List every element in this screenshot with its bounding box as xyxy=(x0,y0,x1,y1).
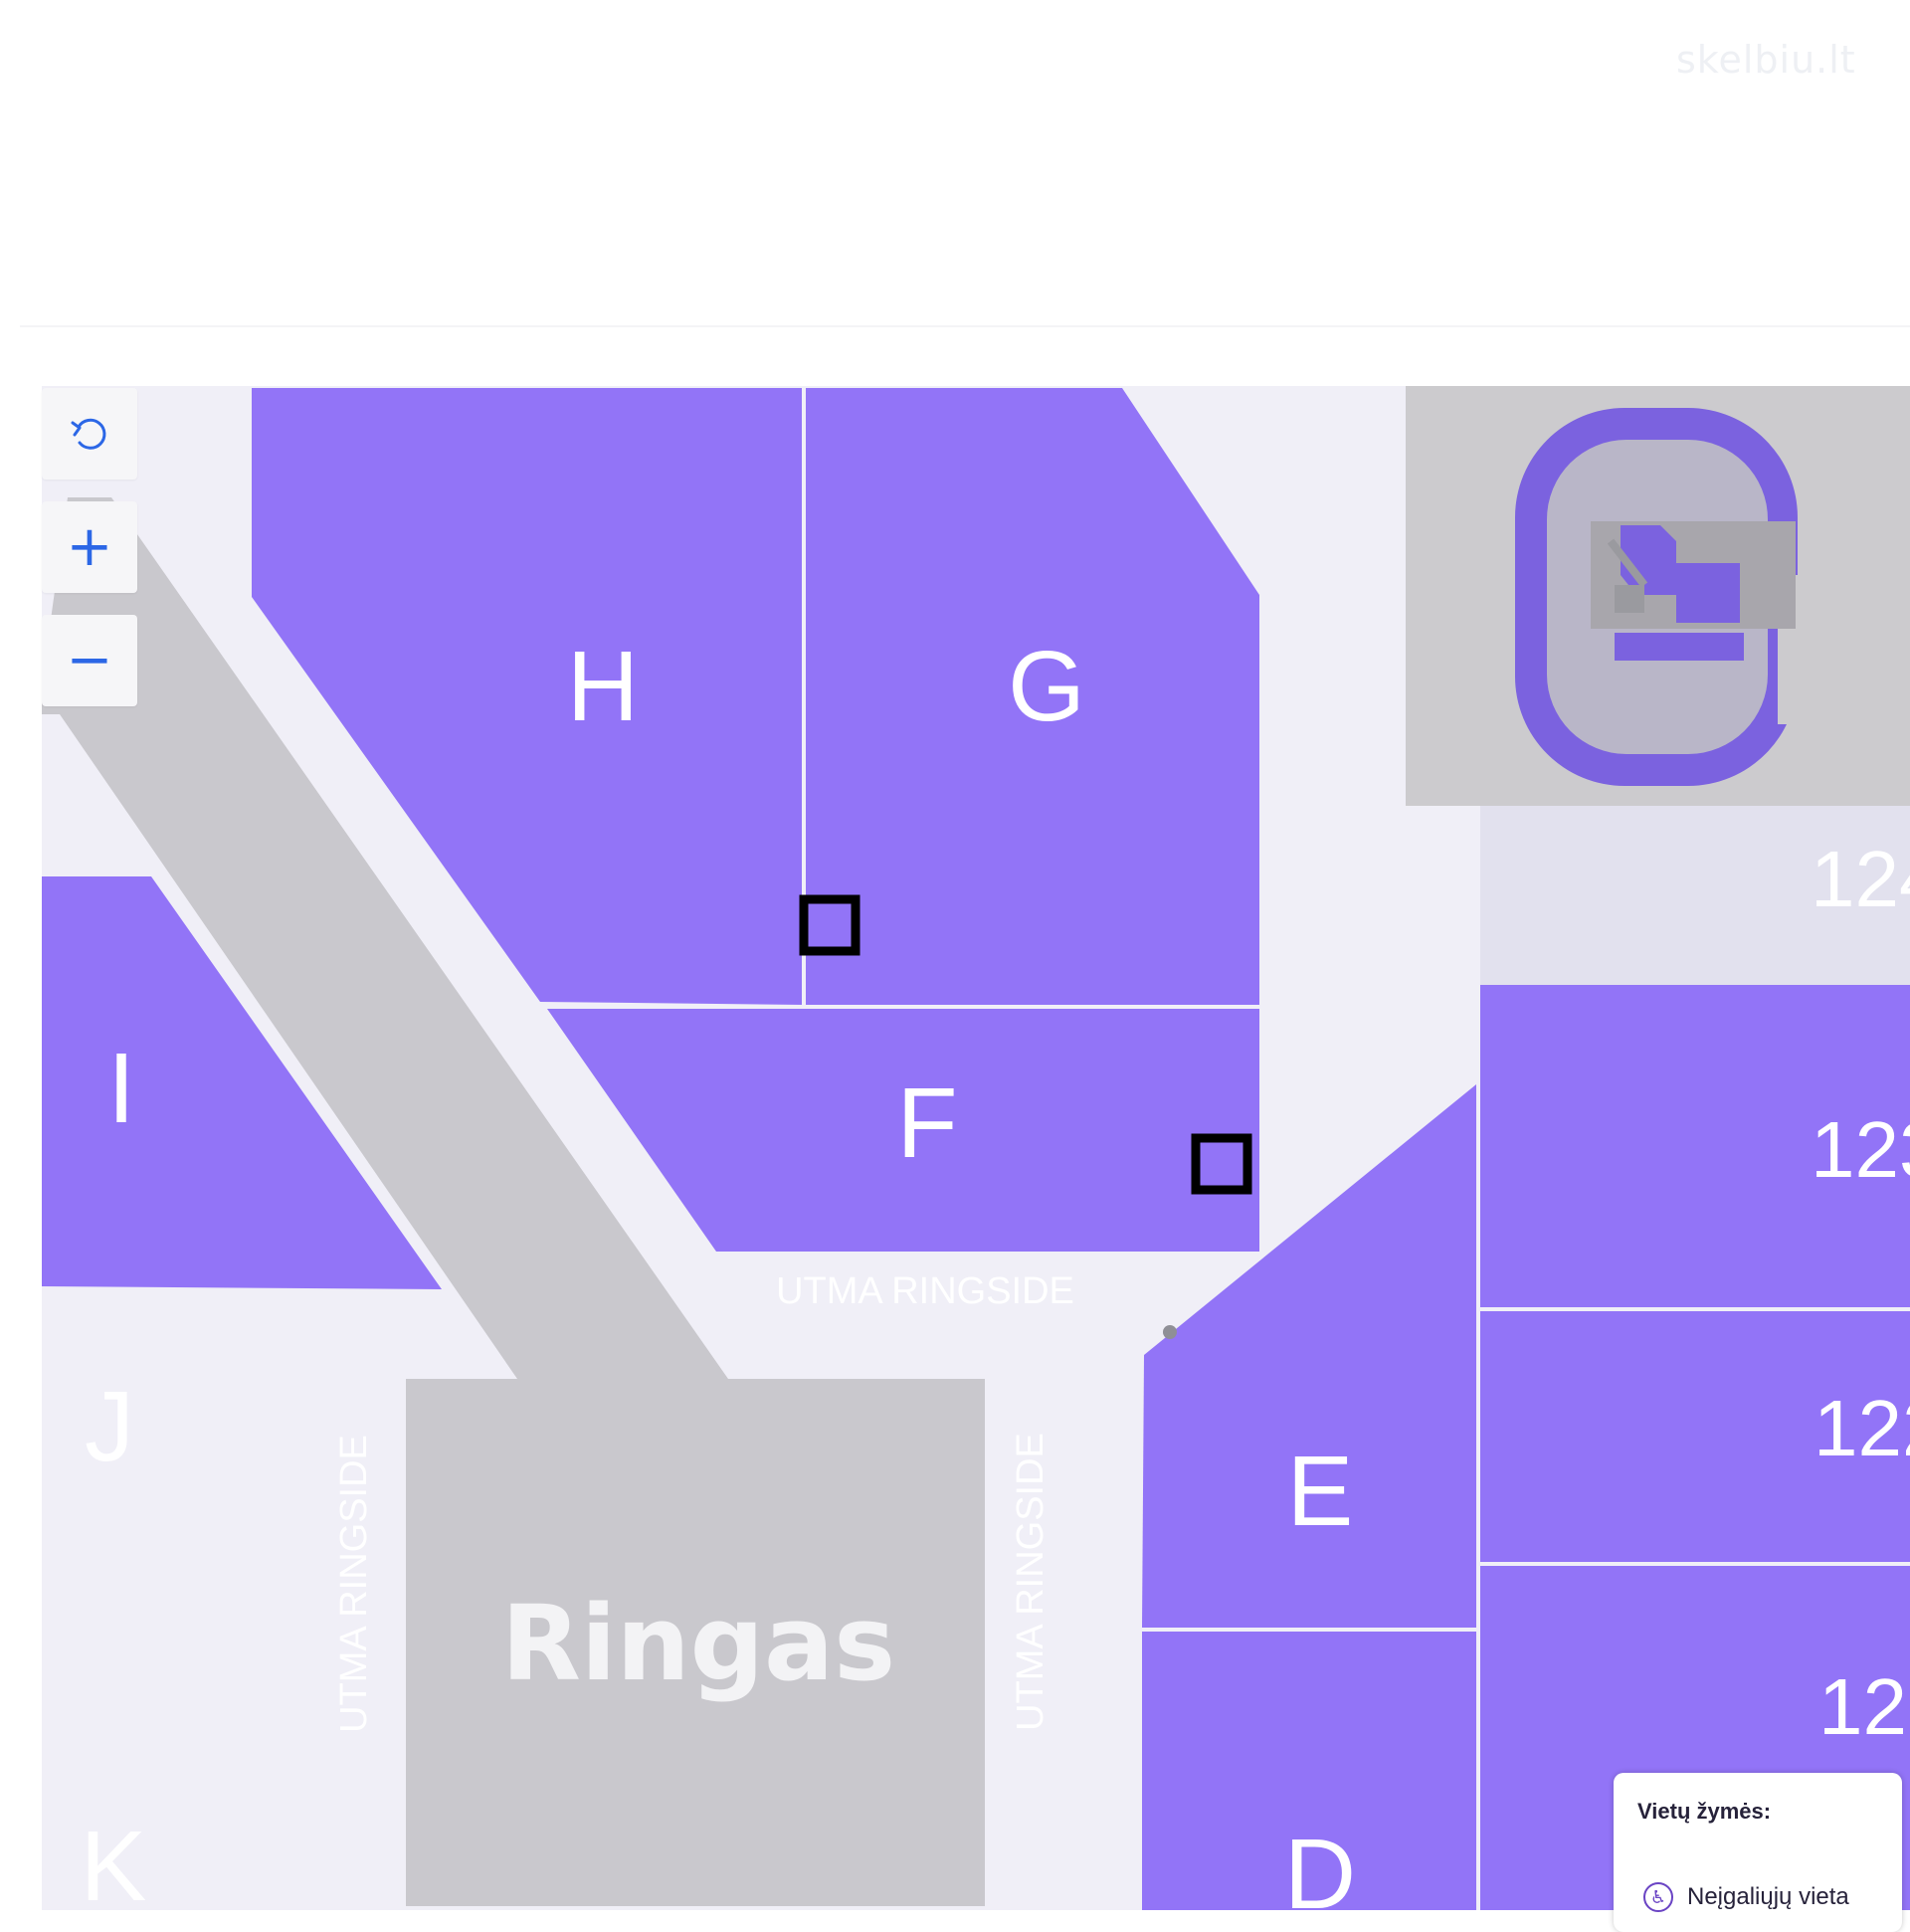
zoom-out-button[interactable]: − xyxy=(42,615,137,706)
legend-item-accessible: ♿ Neįgaliųjų vieta xyxy=(1643,1882,1849,1912)
seat-legend: Vietų žymės: ♿ Neįgaliųjų vieta xyxy=(1614,1773,1902,1932)
plus-icon: + xyxy=(66,514,113,579)
section-label-122: 122 xyxy=(1814,1384,1910,1472)
section-f[interactable] xyxy=(547,1009,1259,1252)
section-label-d: D xyxy=(1284,1819,1356,1910)
section-label-121: 121 xyxy=(1818,1662,1910,1751)
section-label-123: 123 xyxy=(1811,1105,1910,1194)
minus-icon: − xyxy=(66,628,113,692)
watermark-text: skelbiu.lt xyxy=(1676,38,1856,82)
section-122[interactable] xyxy=(1480,1311,1910,1562)
zoom-in-button[interactable]: + xyxy=(42,501,137,593)
skelbiu-watermark: skelbiu.lt xyxy=(1676,38,1856,82)
section-label-k: K xyxy=(81,1811,147,1910)
wheelchair-icon: ♿ xyxy=(1643,1882,1673,1912)
seat-selection-marker[interactable] xyxy=(799,894,860,956)
ring xyxy=(406,1379,985,1906)
section-label-f: F xyxy=(896,1067,957,1179)
section-label-j: J xyxy=(85,1371,134,1482)
legend-title: Vietų žymės: xyxy=(1637,1799,1772,1824)
ringside-label-right: UTMA RINGSIDE xyxy=(1010,1433,1051,1731)
ring-label: Ringas xyxy=(501,1583,895,1704)
header-divider xyxy=(20,325,1910,327)
section-e-marker xyxy=(1163,1325,1177,1339)
minimap[interactable] xyxy=(1406,386,1910,806)
section-label-g: G xyxy=(1008,631,1085,742)
reset-view-button[interactable] xyxy=(42,388,137,480)
section-e[interactable] xyxy=(1142,1084,1476,1628)
minimap-arena xyxy=(1515,408,1817,786)
section-label-h: H xyxy=(567,631,639,742)
section-h[interactable] xyxy=(252,388,802,1005)
section-124[interactable] xyxy=(1480,804,1910,989)
seat-map-canvas[interactable]: H G F I J K Ringas UTMA RINGSIDE UTMA RI… xyxy=(42,386,1910,1910)
ringside-label-top: UTMA RINGSIDE xyxy=(776,1270,1074,1312)
section-g[interactable] xyxy=(806,388,1259,1005)
section-123[interactable] xyxy=(1480,985,1910,1307)
section-label-i: I xyxy=(107,1033,135,1144)
seat-selection-marker[interactable] xyxy=(1191,1133,1252,1195)
section-label-124: 124 xyxy=(1811,835,1910,923)
section-d[interactable] xyxy=(1142,1632,1476,1910)
section-label-e: E xyxy=(1287,1436,1354,1547)
undo-arrow-icon xyxy=(71,418,106,450)
section-i[interactable] xyxy=(42,876,442,1289)
ringside-label-left: UTMA RINGSIDE xyxy=(333,1435,375,1733)
catwalk xyxy=(42,497,728,1379)
legend-item-label: Neįgaliųjų vieta xyxy=(1687,1883,1849,1910)
